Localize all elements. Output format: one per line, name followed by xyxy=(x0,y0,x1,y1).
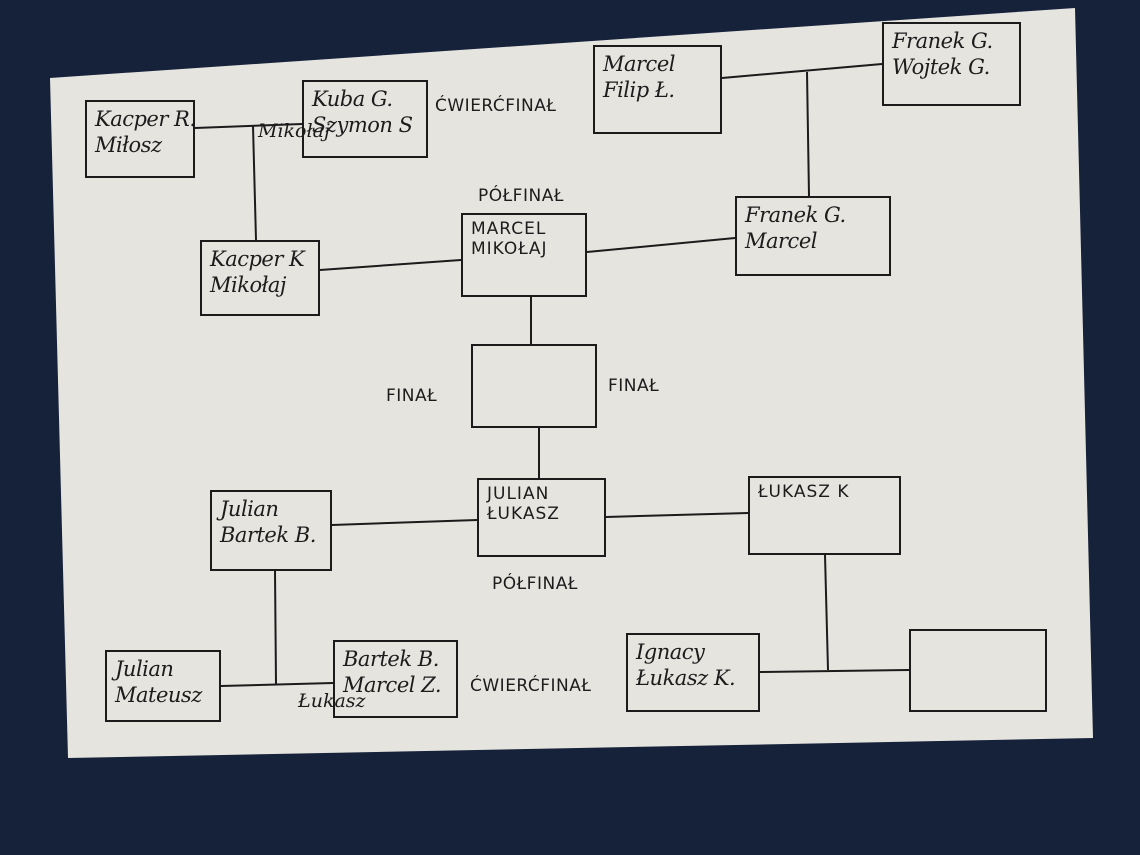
crossed-name-lukasz: Łukasz xyxy=(298,690,366,712)
connector-line xyxy=(194,123,303,129)
player-name: Mateusz xyxy=(115,683,202,707)
final-label-right: FINAŁ xyxy=(608,376,660,396)
connector-line xyxy=(759,669,910,673)
match-box-sf-top-right: Franek G.Marcel xyxy=(735,196,891,276)
player-name: Szymon S xyxy=(312,113,413,137)
player-name: Bartek B. xyxy=(220,523,316,547)
connector-line xyxy=(806,71,810,197)
player-name: Franek G. xyxy=(892,29,993,53)
connector-line xyxy=(824,554,829,671)
match-box-qf-bottom-right-2 xyxy=(909,629,1047,712)
player-name: ŁUKASZ K xyxy=(758,482,850,502)
player-name: Kuba G. xyxy=(312,87,393,111)
player-name: Wojtek G. xyxy=(892,55,990,79)
player-name: Julian xyxy=(115,657,174,681)
connector-line xyxy=(220,682,334,687)
player-name: Mikołaj xyxy=(210,273,286,297)
player-name: MARCEL xyxy=(471,219,547,239)
player-name: Franek G. xyxy=(745,203,846,227)
connector-line xyxy=(331,519,478,526)
player-name: Miłosz xyxy=(95,133,162,157)
player-name: Ignacy xyxy=(636,640,705,664)
player-name: Julian xyxy=(220,497,279,521)
player-name: Kacper R. xyxy=(95,107,196,131)
player-name: MIKOŁAJ xyxy=(471,239,548,259)
player-name: Marcel xyxy=(745,229,817,253)
player-name: Kacper K xyxy=(210,247,305,271)
quarterfinal-label-top: ĆWIERĆFINAŁ xyxy=(435,96,557,116)
bracket-lines xyxy=(194,63,910,687)
player-name: ŁUKASZ xyxy=(487,504,560,524)
match-box-qf-bottom-left-2: Bartek B.Marcel Z. xyxy=(333,640,458,718)
player-name: Filip Ł. xyxy=(603,78,675,102)
connector-line xyxy=(586,237,736,253)
match-box-qf-top-right-2: Franek G.Wojtek G. xyxy=(882,22,1021,106)
connector-line xyxy=(605,512,749,518)
match-box-sf-bottom-right: ŁUKASZ K xyxy=(748,476,901,555)
quarterfinal-label-bottom: ĆWIERĆFINAŁ xyxy=(470,676,592,696)
match-box-qf-top-left-1: Kacper R.Miłosz xyxy=(85,100,196,178)
connector-line xyxy=(319,259,462,271)
player-name: JULIAN xyxy=(487,484,550,504)
connector-line xyxy=(274,570,277,685)
player-name: Łukasz K. xyxy=(636,666,736,690)
match-box-final xyxy=(471,344,597,428)
crossed-name-mikolaj: Mikołaj xyxy=(258,120,330,142)
final-label-left: FINAŁ xyxy=(386,386,438,406)
connector-line xyxy=(721,63,883,79)
match-box-qf-top-left-2: Kuba G.Szymon S xyxy=(302,80,428,158)
player-name: Bartek B. xyxy=(343,647,439,671)
player-name: Marcel Z. xyxy=(343,673,442,697)
player-name: Marcel xyxy=(603,52,675,76)
semifinal-label-top: PÓŁFINAŁ xyxy=(478,186,564,206)
connector-line xyxy=(252,125,257,241)
semifinal-label-bottom: PÓŁFINAŁ xyxy=(492,574,578,594)
